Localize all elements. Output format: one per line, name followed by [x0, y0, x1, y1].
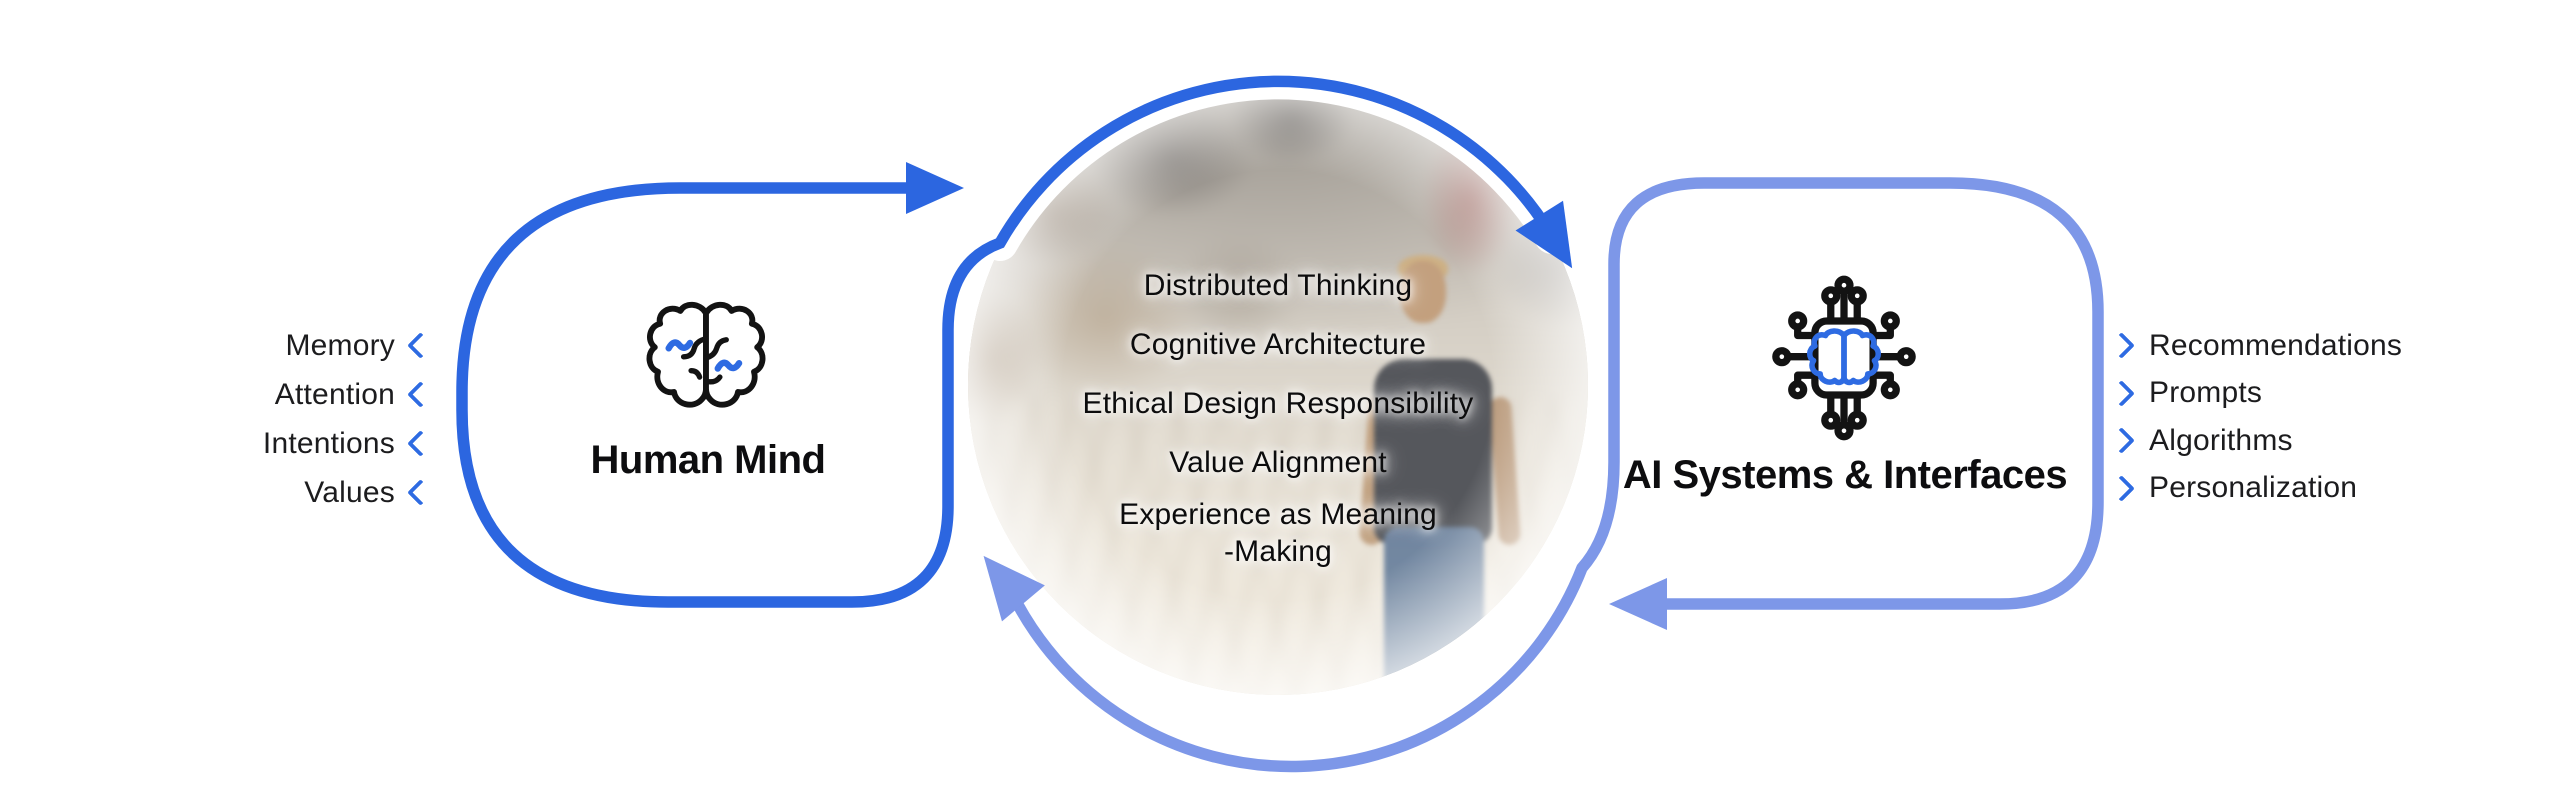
ai-output-item: Algorithms	[2108, 417, 2542, 465]
human-mind-title: Human Mind	[590, 438, 826, 482]
ai-output-item: Prompts	[2108, 370, 2542, 418]
ai-output-item: Personalization	[2108, 465, 2542, 513]
arrowhead-bottom-arc	[983, 555, 1045, 622]
human-loop-path	[456, 75, 1558, 608]
output-label: Prompts	[2149, 376, 2263, 410]
chevron-right-icon	[2108, 332, 2135, 360]
chevron-left-icon	[407, 479, 434, 506]
concept-label: Experience as Meaning -Making	[1119, 498, 1437, 568]
attribute-label: Attention	[274, 377, 395, 411]
concept-label: Value Alignment	[1169, 445, 1387, 479]
top-arc-halo	[982, 63, 1570, 261]
attribute-label: Intentions	[262, 426, 395, 460]
center-concepts: Distributed Thinking Cognitive Architect…	[928, 256, 1628, 570]
chevron-left-icon	[407, 332, 434, 359]
chevron-right-icon	[2108, 379, 2135, 407]
attribute-label: Values	[304, 475, 395, 509]
attribute-label: Memory	[285, 328, 395, 362]
chevron-left-icon	[407, 430, 434, 457]
human-attributes-list: Memory Attention Intentions Values	[150, 321, 434, 517]
output-label: Algorithms	[2149, 423, 2293, 457]
arrowhead-ai-to-center	[1609, 578, 1667, 630]
brain-icon	[646, 301, 766, 408]
ai-outputs-list: Recommendations Prompts Algorithms Perso…	[2108, 322, 2542, 513]
arrowhead-top-arc	[1515, 200, 1573, 269]
ai-loop-path	[1002, 177, 2104, 773]
chevron-left-icon	[407, 381, 434, 408]
human-attribute-item: Values	[150, 468, 434, 517]
concept-label: Ethical Design Responsibility	[1082, 386, 1474, 420]
concept-label: Cognitive Architecture	[1129, 327, 1427, 361]
chevron-right-icon	[2108, 474, 2135, 502]
bottom-arc-halo	[990, 550, 1600, 785]
output-label: Recommendations	[2149, 328, 2403, 362]
output-label: Personalization	[2149, 471, 2358, 505]
human-attribute-item: Attention	[150, 370, 434, 419]
human-attribute-item: Intentions	[150, 419, 434, 468]
human-attribute-item: Memory	[150, 321, 434, 370]
ai-output-item: Recommendations	[2108, 322, 2542, 370]
ai-chip-icon	[1772, 275, 1916, 441]
ai-systems-title: AI Systems & Interfaces	[1622, 453, 2068, 497]
concept-label: Distributed Thinking	[1143, 268, 1413, 302]
chevron-right-icon	[2108, 427, 2135, 455]
arrowhead-human-to-center	[906, 162, 964, 214]
